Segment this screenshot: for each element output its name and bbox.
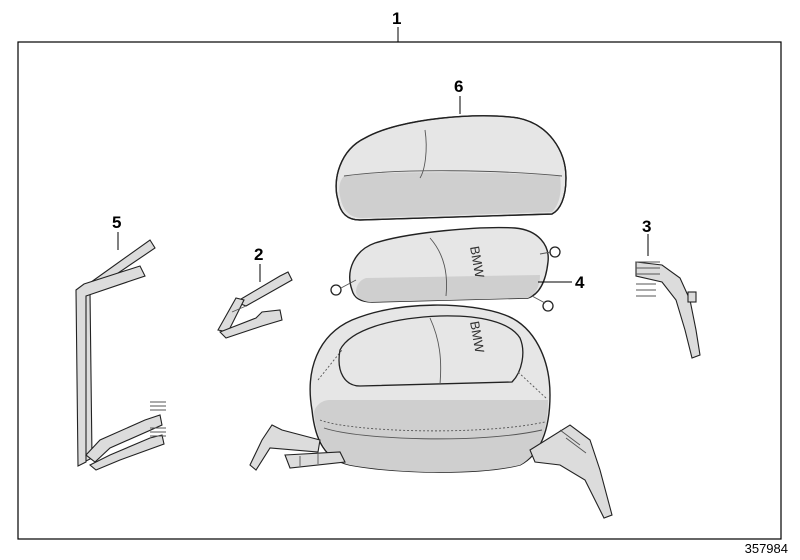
document-id: 357984 <box>744 541 788 556</box>
callout-2: 2 <box>254 245 263 264</box>
callout-5: 5 <box>112 213 121 232</box>
tank-bag-left-strap <box>249 424 346 471</box>
buckle-strap <box>635 261 701 359</box>
tank-bag: BMW <box>309 304 551 473</box>
assembly-frame <box>17 41 782 540</box>
inner-bag-logo: BMW <box>467 245 487 280</box>
frame-strap <box>75 239 166 471</box>
callout-4: 4 <box>575 273 585 292</box>
rain-cover <box>335 115 567 221</box>
inner-bag: BMW <box>330 226 561 312</box>
callout-6: 6 <box>454 77 463 96</box>
tank-bag-logo: BMW <box>467 320 487 355</box>
small-strap <box>217 271 293 339</box>
tank-bag-right-strap <box>529 424 613 519</box>
callout-3: 3 <box>642 217 651 236</box>
callout-1: 1 <box>392 9 401 28</box>
